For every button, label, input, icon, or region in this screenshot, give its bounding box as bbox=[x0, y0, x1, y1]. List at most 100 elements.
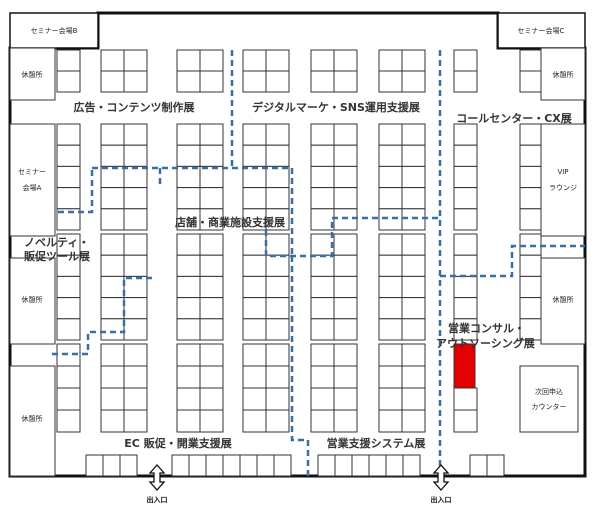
booth bbox=[519, 165, 542, 189]
booth bbox=[123, 144, 148, 167]
application-counter bbox=[519, 365, 579, 433]
booth bbox=[199, 365, 224, 389]
booth bbox=[242, 275, 267, 299]
booth bbox=[100, 365, 125, 389]
booth bbox=[401, 233, 426, 256]
entrance-booth bbox=[222, 454, 241, 477]
seminar-room-c bbox=[497, 12, 586, 49]
booth bbox=[100, 233, 125, 256]
booth bbox=[123, 409, 148, 433]
booth bbox=[333, 387, 358, 411]
booth bbox=[176, 165, 201, 189]
booth bbox=[123, 165, 148, 189]
counter-label-2: カウンター bbox=[532, 402, 567, 411]
booth bbox=[56, 123, 81, 146]
booth bbox=[333, 187, 358, 210]
rest-2-label: 休憩所 bbox=[22, 295, 43, 304]
booth bbox=[199, 318, 224, 341]
booth bbox=[123, 70, 148, 93]
booth bbox=[123, 254, 148, 277]
booth bbox=[176, 365, 201, 389]
booth bbox=[401, 387, 426, 411]
booth bbox=[401, 318, 426, 341]
booth bbox=[56, 187, 81, 210]
booth bbox=[310, 144, 335, 167]
booth bbox=[310, 254, 335, 277]
booth bbox=[519, 233, 542, 256]
booth bbox=[453, 297, 478, 320]
booth bbox=[310, 49, 335, 72]
booth bbox=[242, 165, 267, 189]
booth bbox=[242, 343, 267, 367]
booth bbox=[333, 233, 358, 256]
rest-area-1 bbox=[9, 47, 56, 101]
booth bbox=[199, 297, 224, 320]
booth bbox=[242, 144, 267, 167]
booth bbox=[100, 343, 125, 367]
booth bbox=[401, 409, 426, 433]
booth bbox=[519, 123, 542, 146]
booth bbox=[401, 365, 426, 389]
rest-3-label: 休憩所 bbox=[22, 414, 43, 423]
booth bbox=[378, 365, 403, 389]
booth bbox=[176, 275, 201, 299]
booth bbox=[199, 343, 224, 367]
area-boundaries bbox=[52, 50, 585, 476]
booth bbox=[453, 233, 478, 256]
booth bbox=[333, 208, 358, 231]
entrance-right[interactable]: 出入口 bbox=[431, 464, 452, 504]
rest-area-3 bbox=[9, 365, 56, 477]
boundary-consulting bbox=[440, 244, 585, 278]
booth bbox=[378, 387, 403, 411]
entrance-booth bbox=[385, 454, 404, 477]
booth bbox=[100, 49, 125, 72]
booth bbox=[310, 233, 335, 256]
rest-1-label: 休憩所 bbox=[22, 70, 43, 79]
booth bbox=[199, 123, 224, 146]
booth bbox=[519, 208, 542, 231]
booth bbox=[176, 297, 201, 320]
booth bbox=[56, 70, 81, 93]
booth bbox=[378, 233, 403, 256]
booth bbox=[401, 275, 426, 299]
booth bbox=[176, 318, 201, 341]
booth bbox=[453, 165, 478, 189]
booth bbox=[519, 275, 542, 299]
entrance-booth bbox=[273, 454, 292, 477]
vip-label-2: ラウンジ bbox=[549, 184, 577, 192]
entrance-booth bbox=[402, 454, 421, 477]
booth bbox=[453, 187, 478, 210]
area-digital-sns: デジタルマーケ・SNS運用支援展 bbox=[252, 100, 421, 114]
booth bbox=[176, 187, 201, 210]
booth bbox=[310, 409, 335, 433]
booth bbox=[333, 297, 358, 320]
booth bbox=[123, 49, 148, 72]
booth bbox=[265, 409, 290, 433]
highlighted-booth bbox=[453, 343, 476, 389]
booth bbox=[310, 70, 335, 93]
entrance-booth bbox=[334, 454, 353, 477]
booth bbox=[265, 275, 290, 299]
booth bbox=[123, 187, 148, 210]
booth bbox=[176, 70, 201, 93]
entrance-booth bbox=[171, 454, 190, 477]
booth bbox=[199, 187, 224, 210]
area-novelty-2: 販促ツール展 bbox=[24, 249, 91, 263]
entrance-booth bbox=[368, 454, 387, 477]
booth bbox=[453, 70, 478, 93]
booth bbox=[378, 254, 403, 277]
booth bbox=[453, 208, 478, 231]
booth bbox=[176, 49, 201, 72]
booth bbox=[123, 343, 148, 367]
area-ec-promo: EC 販促・開業支援展 bbox=[124, 436, 232, 450]
booth bbox=[242, 365, 267, 389]
booth bbox=[199, 208, 224, 231]
entrance-left[interactable]: 出入口 bbox=[147, 464, 168, 504]
rest-5-label: 休憩所 bbox=[553, 295, 574, 304]
booth bbox=[56, 275, 81, 299]
booth bbox=[453, 123, 478, 146]
booth bbox=[453, 254, 478, 277]
entrance-booth bbox=[486, 454, 505, 477]
entrance-booth bbox=[351, 454, 370, 477]
booth bbox=[265, 318, 290, 341]
